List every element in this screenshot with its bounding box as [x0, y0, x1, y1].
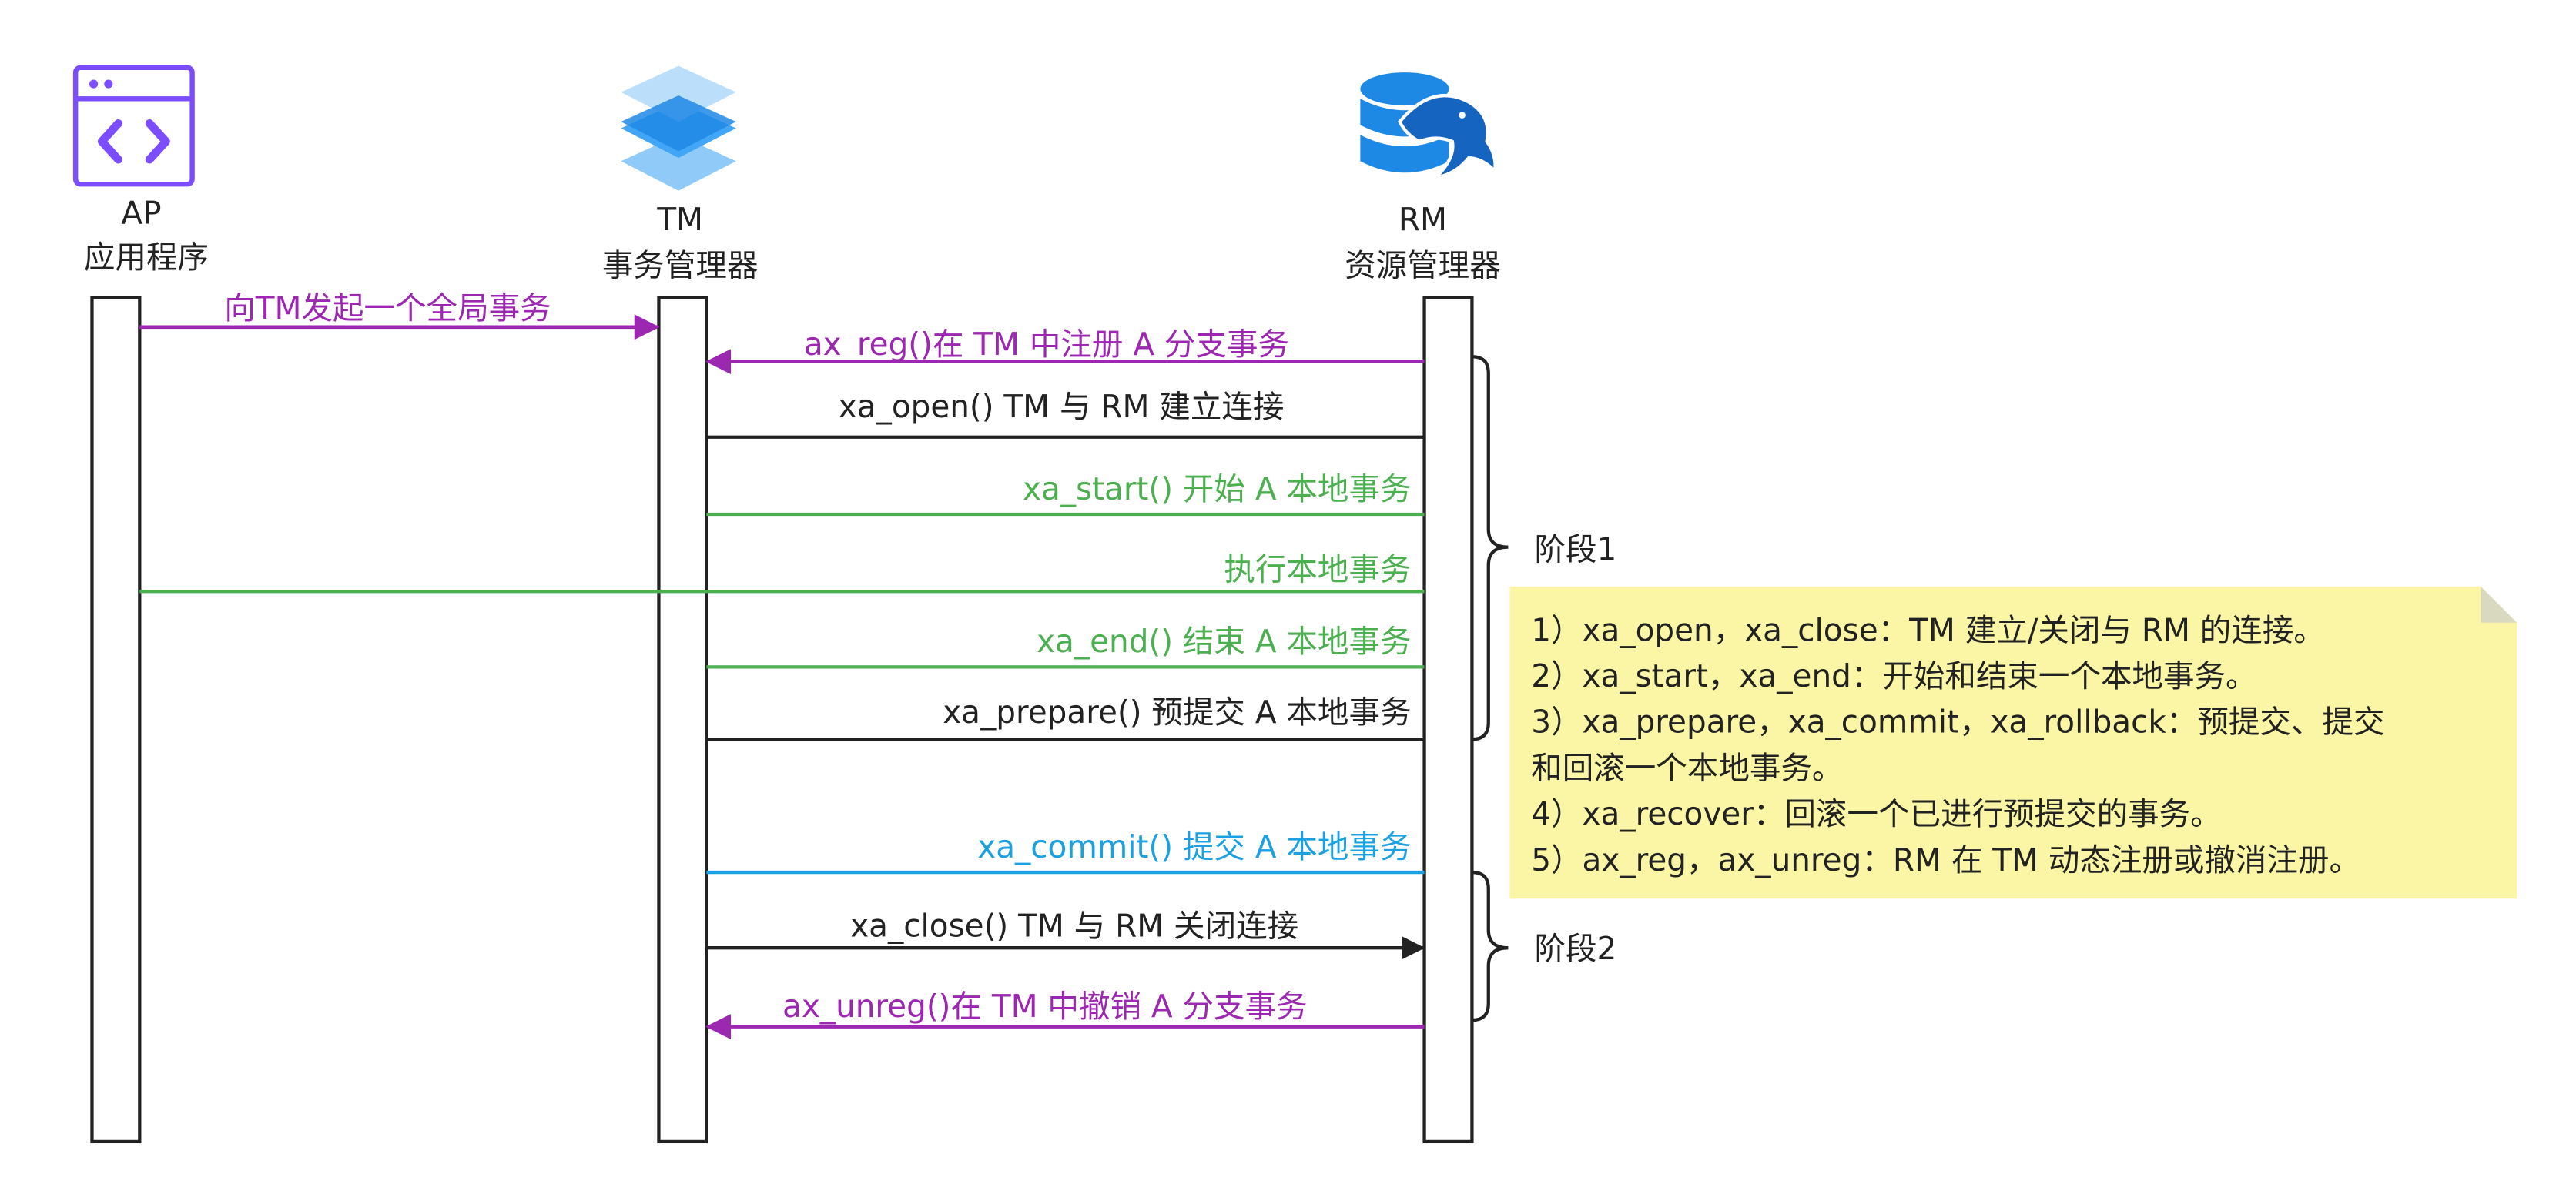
message-xa-prepare-label: xa_prepare() 预提交 A 本地事务: [943, 694, 1411, 731]
ap-subtitle: 应用程序: [84, 239, 209, 276]
rm-lifeline: [1422, 296, 1474, 1144]
note-line-6: 5）ax_reg，ax_unreg：RM 在 TM 动态注册或撤消注册。: [1531, 841, 2360, 878]
note-line-2: 2）xa_start，xa_end：开始和结束一个本地事务。: [1531, 657, 2256, 694]
note-line-3: 3）xa_prepare，xa_commit，xa_rollback：预提交、提…: [1531, 704, 2384, 741]
note: 1）xa_open，xa_close：TM 建立/关闭与 RM 的连接。 2）x…: [1509, 586, 2517, 899]
note-line-5: 4）xa_recover：回滚一个已进行预提交的事务。: [1531, 795, 2221, 832]
message-xa-start-label: xa_start() 开始 A 本地事务: [1023, 470, 1412, 507]
message-global-tx-label: 向TM发起一个全局事务: [224, 289, 551, 326]
rm-subtitle: 资源管理器: [1345, 247, 1501, 284]
message-exec-local: 执行本地事务: [139, 550, 1425, 594]
message-global-tx: 向TM发起一个全局事务: [139, 289, 660, 340]
app-window-code-icon: [72, 65, 195, 187]
message-xa-close-label: xa_close() TM 与 RM 关闭连接: [850, 907, 1298, 944]
message-exec-local-label: 执行本地事务: [1224, 550, 1411, 587]
message-ax-reg-label: ax_reg()在 TM 中注册 A 分支事务: [804, 326, 1289, 363]
mysql-database-icon: [1360, 72, 1497, 180]
phase2-label: 阶段2: [1534, 930, 1616, 967]
stacked-layers-icon: [621, 65, 736, 191]
message-ax-unreg: ax_unreg()在 TM 中撤销 A 分支事务: [705, 988, 1425, 1040]
tm-name: TM: [656, 201, 703, 238]
phase1-brace: 阶段1: [1472, 355, 1616, 741]
message-xa-close: xa_close() TM 与 RM 关闭连接: [706, 907, 1425, 960]
tm-lifeline: [657, 296, 708, 1144]
rm-name: RM: [1399, 201, 1447, 238]
message-ax-unreg-label: ax_unreg()在 TM 中撤销 A 分支事务: [782, 988, 1308, 1025]
message-xa-commit-label: xa_commit() 提交 A 本地事务: [977, 828, 1411, 865]
message-ax-reg: ax_reg()在 TM 中注册 A 分支事务: [705, 326, 1425, 375]
message-xa-commit: xa_commit() 提交 A 本地事务: [706, 828, 1425, 875]
phase2-brace: 阶段2: [1472, 870, 1616, 1022]
phase1-label: 阶段1: [1534, 531, 1616, 568]
ap-lifeline: [90, 296, 142, 1144]
message-xa-end-label: xa_end() 结束 A 本地事务: [1037, 623, 1411, 660]
message-xa-prepare: xa_prepare() 预提交 A 本地事务: [706, 694, 1425, 741]
note-line-1: 1）xa_open，xa_close：TM 建立/关闭与 RM 的连接。: [1531, 611, 2325, 648]
ap-name: AP: [121, 194, 161, 231]
message-xa-end: xa_end() 结束 A 本地事务: [706, 623, 1425, 669]
tm-subtitle: 事务管理器: [602, 247, 759, 284]
message-xa-open: xa_open() TM 与 RM 建立连接: [706, 388, 1425, 439]
message-xa-start: xa_start() 开始 A 本地事务: [706, 470, 1425, 517]
note-line-4: 和回滚一个本地事务。: [1531, 749, 1843, 786]
message-xa-open-label: xa_open() TM 与 RM 建立连接: [839, 388, 1285, 425]
